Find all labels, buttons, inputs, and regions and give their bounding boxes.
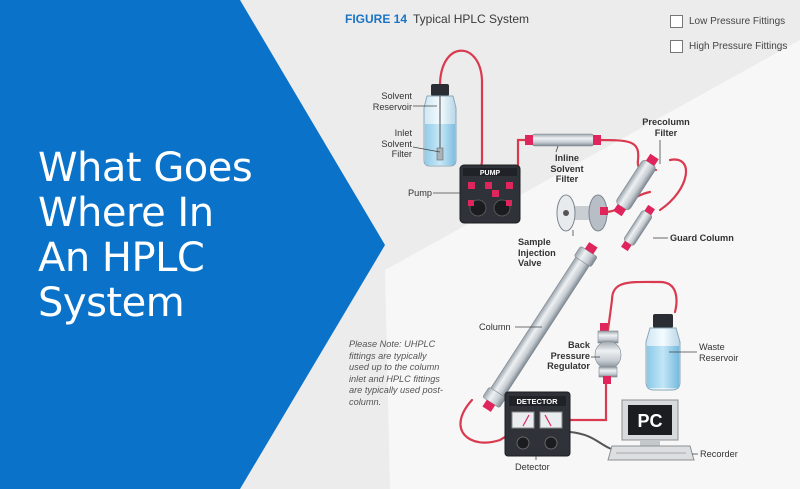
back-pressure-regulator xyxy=(594,323,622,384)
figure-number: FIGURE 14 xyxy=(345,12,408,26)
pc-screen-text: PC xyxy=(637,411,662,431)
detector-unit xyxy=(504,391,571,457)
label-column: Column xyxy=(479,322,511,332)
column-to-detector-tube xyxy=(459,398,507,444)
legend-label: Low Pressure Fittings xyxy=(689,16,786,27)
precolumn-filter xyxy=(613,153,659,217)
label-detector: Detector xyxy=(515,462,550,472)
pump-panel-text: PUMP xyxy=(480,170,501,177)
label-recorder: Recorder xyxy=(700,449,738,459)
inline-solvent-filter xyxy=(525,133,601,147)
figure-title: FIGURE 14 Typical HPLC System xyxy=(345,12,529,26)
hero-line: What Goes xyxy=(38,145,253,191)
solvent-reservoir-bottle xyxy=(423,84,457,167)
label-guard-column: Guard Column xyxy=(670,233,734,243)
hero-line: An HPLC xyxy=(38,235,205,281)
fittings-note: Please Note: UHPLC fittings are typicall… xyxy=(349,339,443,407)
pump-unit xyxy=(459,164,521,224)
legend-label: High Pressure Fittings xyxy=(689,41,788,52)
hero-chevron xyxy=(0,0,385,489)
legend-checkbox-icon xyxy=(670,40,683,53)
label-pump: Pump xyxy=(407,188,432,198)
guard-column xyxy=(621,204,655,252)
legend-checkbox-icon xyxy=(670,15,683,28)
legend-low-pressure: Low Pressure Fittings xyxy=(670,15,785,28)
detector-panel-text: DETECTOR xyxy=(516,397,558,406)
hero-line: Where In xyxy=(38,190,214,236)
leader-lines xyxy=(412,105,698,460)
waste-reservoir-bottle xyxy=(645,314,681,391)
legend-high-pressure: High Pressure Fittings xyxy=(670,40,787,53)
figure-caption: Typical HPLC System xyxy=(413,12,530,26)
precolumn-to-guard-tube xyxy=(658,158,688,212)
sample-injection-valve xyxy=(556,194,608,232)
hero-line: System xyxy=(38,280,185,326)
hero-title: What Goes Where In An HPLC System xyxy=(38,145,253,326)
recorder-computer xyxy=(607,399,695,461)
bpr-to-waste-tube xyxy=(606,280,678,332)
